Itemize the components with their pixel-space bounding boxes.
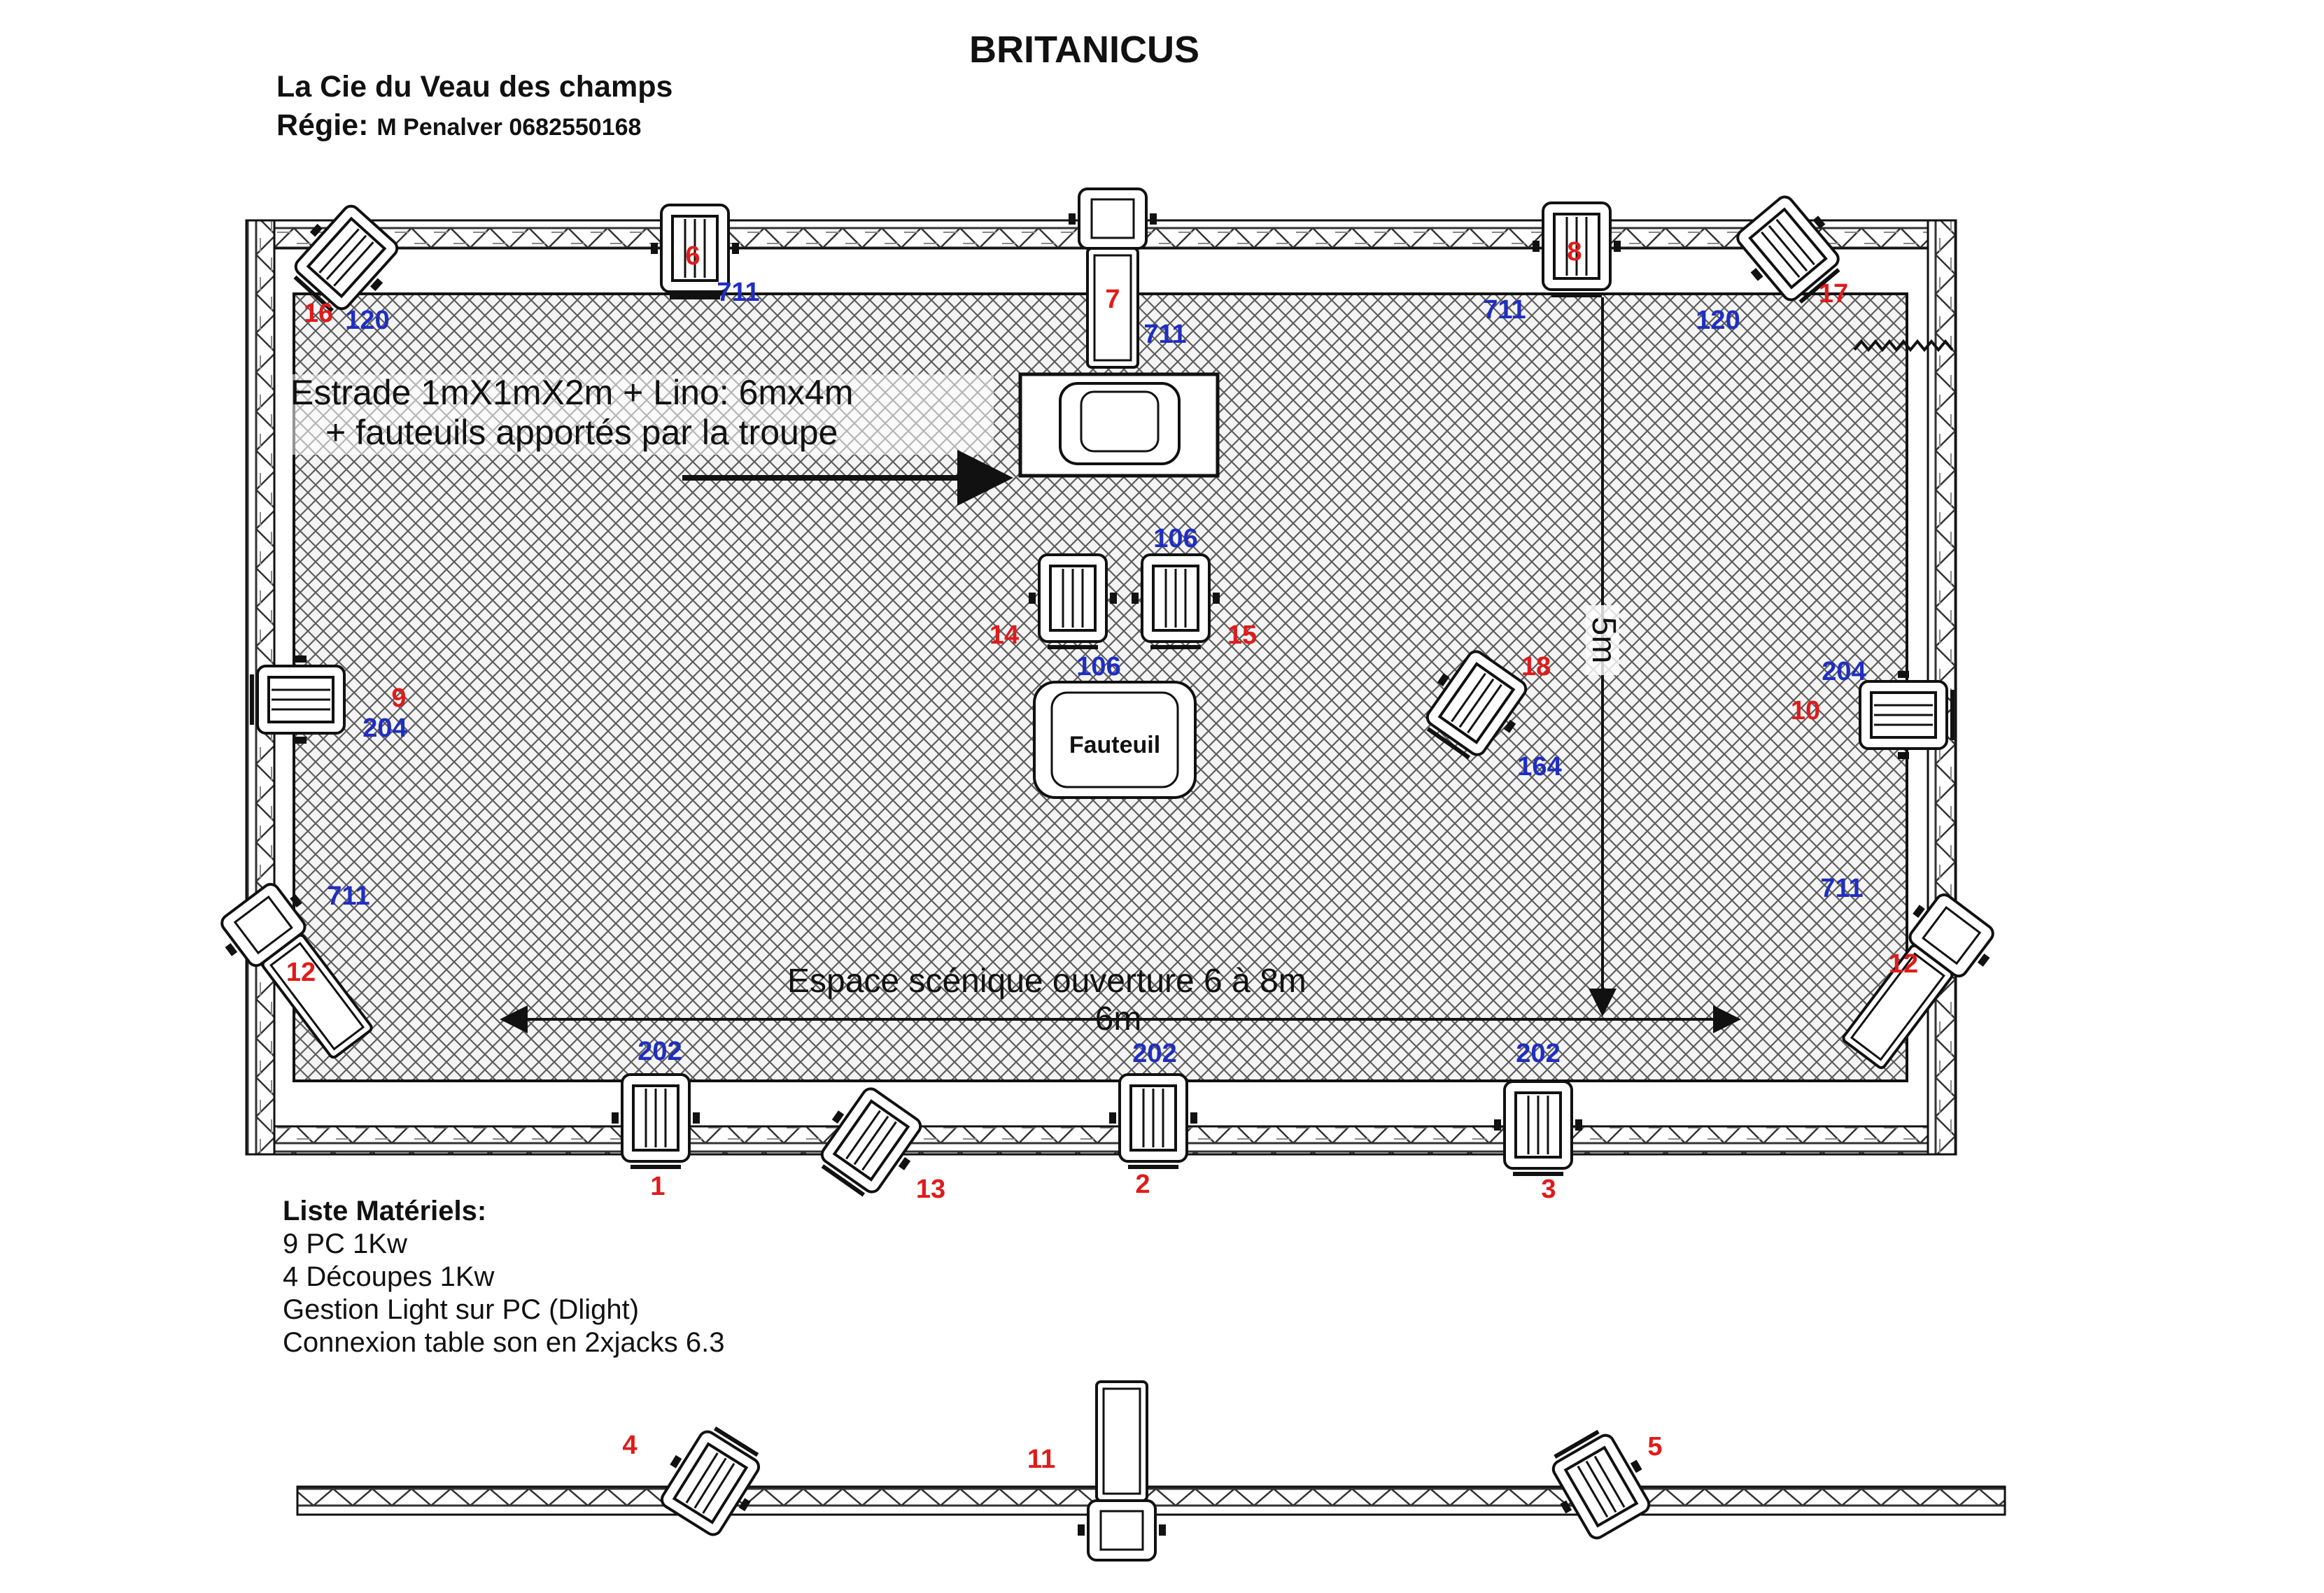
fixture-number: 12: [1889, 949, 1918, 979]
fixture-f8: 8 711: [1483, 201, 1621, 325]
fixture-f4: 4: [622, 1426, 761, 1536]
pc-spotlight-icon: [651, 204, 739, 299]
gel-code: 202: [1516, 1039, 1560, 1068]
fixture-number: 9: [391, 684, 406, 713]
fixture-f17: 17 120: [1696, 195, 1848, 335]
fixture-number: 3: [1541, 1175, 1556, 1204]
gel-code: 202: [638, 1037, 682, 1066]
fixture-f16: 16 120: [293, 204, 399, 335]
fixture-number: 11: [1027, 1445, 1055, 1474]
fixture-f6: 6 711: [651, 204, 760, 307]
fixture-f18: 18 164: [1425, 650, 1562, 781]
gel-code: 204: [1822, 657, 1866, 686]
fixture-f12l: 12 711: [220, 882, 373, 1059]
width-label: 6m: [1095, 1000, 1142, 1038]
pc-spotlight-icon: [1859, 671, 1955, 759]
decoupe-icon: [1069, 187, 1157, 369]
pc-spotlight-icon: [1494, 1080, 1582, 1176]
estrade-platform: [1018, 372, 1220, 478]
material-item: 4 Découpes 1Kw: [283, 1261, 495, 1292]
fixture-f15: 15 106: [1132, 524, 1257, 650]
fixture-number: 7: [1105, 285, 1120, 314]
decoupe-icon: [1842, 893, 1994, 1070]
gel-code: 711: [1820, 874, 1863, 903]
pc-spotlight-icon: [1533, 201, 1621, 297]
materials-heading: Liste Matériels:: [283, 1196, 487, 1226]
fixture-f5: 5: [1551, 1429, 1663, 1540]
material-item: Gestion Light sur PC (Dlight): [283, 1294, 640, 1325]
estrade-line-2: + fauteuils apportés par la troupe: [325, 413, 838, 452]
regie-label: Régie:: [276, 108, 369, 142]
gel-code: 120: [345, 306, 389, 335]
fixture-number: 16: [304, 299, 333, 328]
gel-code: 164: [1517, 752, 1561, 781]
regie-contact: M Penalver 0682550168: [376, 114, 642, 141]
width-dimension: Espace scénique ouverture 6 à 8m 6m: [500, 963, 1741, 1038]
material-item: Connexion table son en 2xjacks 6.3: [283, 1327, 725, 1358]
material-item: 9 PC 1Kw: [283, 1229, 407, 1259]
fixture-number: 12: [286, 958, 316, 987]
fauteuil: Fauteuil: [1033, 681, 1197, 799]
fixture-number: 6: [685, 241, 700, 271]
gel-code: 106: [1153, 524, 1197, 553]
fixture-number: 17: [1819, 279, 1848, 309]
decoupe-icon: [220, 883, 373, 1059]
fauteuil-label: Fauteuil: [1069, 732, 1160, 758]
fixture-f11: 11: [1027, 1380, 1166, 1562]
pc-spotlight-icon: [250, 656, 346, 744]
espace-label: Espace scénique ouverture 6 à 8m: [787, 963, 1307, 1000]
gel-code: 120: [1696, 306, 1740, 335]
materials-list: Liste Matériels: 9 PC 1Kw 4 Découpes 1Kw…: [283, 1195, 725, 1359]
pc-spotlight-icon: [1132, 553, 1220, 649]
gel-code: 711: [1143, 320, 1186, 349]
pc-spotlight-icon: [820, 1087, 922, 1197]
fixture-number: 14: [990, 621, 1019, 650]
company-name: La Cie du Veau des champs: [276, 70, 673, 104]
pc-spotlight-icon: [612, 1073, 700, 1169]
fixture-number: 4: [622, 1431, 637, 1460]
fixture-f1: 1 202: [612, 1037, 700, 1201]
fixture-f3: 3 202: [1494, 1039, 1582, 1204]
gel-code: 711: [1483, 295, 1526, 325]
fixture-number: 15: [1227, 621, 1257, 650]
fixture-number: 5: [1647, 1432, 1662, 1461]
pc-spotlight-icon: [293, 204, 399, 313]
fixture-number: 2: [1135, 1170, 1150, 1199]
estrade-note: Estrade 1mX1mX2m + Lino: 6mx4m + fauteui…: [290, 373, 1013, 506]
fixture-number: 10: [1791, 696, 1820, 725]
fixture-f7: 7 711: [1069, 187, 1187, 369]
regie-line: Régie: M Penalver 0682550168: [276, 108, 641, 143]
gel-code: 711: [327, 882, 369, 911]
fixture-f14: 14 106: [990, 553, 1121, 681]
fixture-number: 13: [916, 1175, 945, 1204]
depth-label: 5m: [1585, 617, 1622, 664]
fixture-number: 18: [1521, 652, 1551, 681]
gel-code: 204: [362, 714, 407, 743]
gel-code: 106: [1076, 652, 1120, 681]
pc-spotlight-icon: [660, 1426, 761, 1536]
gel-code: 711: [717, 278, 759, 307]
pc-spotlight-icon: [1736, 195, 1840, 304]
estrade-line-1: Estrade 1mX1mX2m + Lino: 6mx4m: [290, 373, 854, 412]
fixture-f2: 2 202: [1109, 1039, 1197, 1199]
depth-dimension: 5m: [1585, 297, 1622, 1017]
fixture-f13: 13: [820, 1087, 945, 1204]
cable-zigzag: [1853, 339, 1954, 353]
pc-spotlight-icon: [1029, 553, 1117, 649]
pc-spotlight-icon: [1425, 650, 1528, 760]
pc-spotlight-icon: [1551, 1429, 1651, 1540]
decoupe-icon: [1078, 1380, 1166, 1562]
fixture-f12r: 12 711: [1820, 874, 1994, 1070]
fixture-number: 8: [1567, 237, 1582, 267]
truss-bottom: [245, 1125, 1957, 1156]
fixture-number: 1: [650, 1172, 665, 1201]
pc-spotlight-icon: [1109, 1073, 1197, 1169]
page-title: BRITANICUS: [969, 29, 1199, 71]
gel-code: 202: [1132, 1039, 1176, 1068]
